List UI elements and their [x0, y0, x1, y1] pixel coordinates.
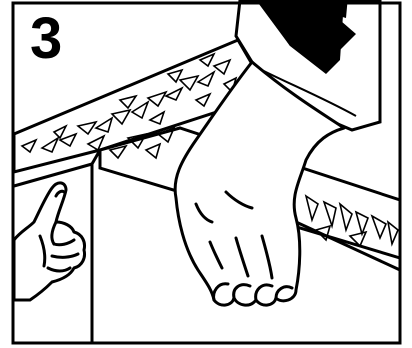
- step-number: 3: [30, 10, 62, 68]
